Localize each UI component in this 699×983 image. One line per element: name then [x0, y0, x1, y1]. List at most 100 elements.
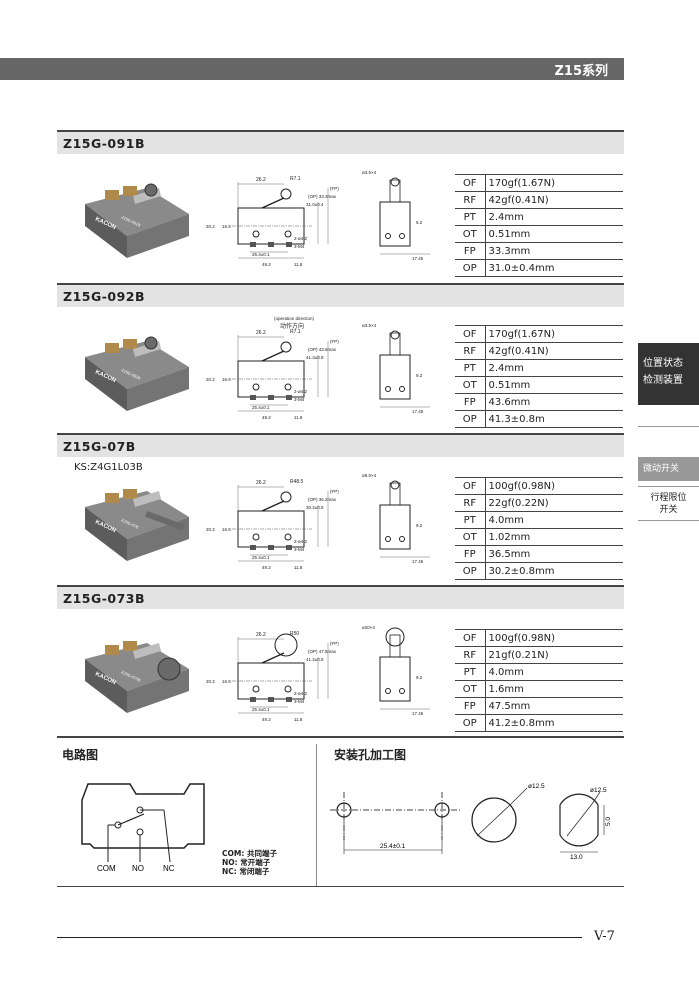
- mounting-title: 安装孔加工图: [334, 748, 407, 762]
- spec-key: RF: [455, 646, 486, 664]
- dim-r1: 9.2: [416, 675, 423, 680]
- spec-key: FP: [455, 545, 486, 563]
- spec-value: 2.4mm: [485, 208, 623, 226]
- dim-pitch: 25.4±0.1: [252, 252, 270, 257]
- spec-value: 42gf(0.41N): [485, 342, 623, 360]
- spec-key: RF: [455, 494, 486, 512]
- side-tab-micro-switch[interactable]: 微动开关: [638, 457, 699, 481]
- column-divider: [316, 744, 317, 886]
- spec-key: PT: [455, 511, 486, 529]
- dim-hole-side: ø9.5×4: [362, 473, 377, 478]
- dim-side-b: 16.9: [222, 224, 231, 229]
- dim-fp: (FP): [330, 339, 339, 344]
- spec-value: 1.6mm: [485, 680, 623, 698]
- section-divider: [57, 736, 624, 738]
- spec-key: PT: [455, 359, 486, 377]
- dim-hole-side: ø20×4: [362, 625, 375, 630]
- dim-width: 49.2: [262, 717, 271, 722]
- dim-op: (OP) 43.6max: [308, 347, 337, 352]
- dim-op-value: 31.0±0.4: [306, 202, 324, 207]
- side-tab-position-detection[interactable]: 位置状态 检测装置: [638, 343, 699, 405]
- dim-top: 26.2: [256, 177, 266, 183]
- page-number: V-7: [594, 929, 615, 944]
- legend-nc: NC: 常闭端子: [222, 867, 270, 876]
- spec-key: OT: [455, 225, 486, 243]
- dim-side-b: 16.9: [222, 679, 231, 684]
- spec-key: RF: [455, 342, 486, 360]
- spec-key: OP: [455, 714, 486, 732]
- spec-key: FP: [455, 697, 486, 715]
- spec-value: 33.3mm: [485, 242, 623, 260]
- spec-key: PT: [455, 663, 486, 681]
- circuit-title: 电路图: [62, 748, 99, 762]
- product-model: Z15G-092B: [63, 289, 146, 304]
- circuit-nc-label: NC: [163, 864, 175, 873]
- spec-key: OP: [455, 562, 486, 580]
- spec-value: 4.0mm: [485, 663, 623, 681]
- dim-hole-1: 2-ø4.2: [294, 236, 308, 241]
- dim-width: 49.2: [262, 565, 271, 570]
- product-header: Z15G-073B: [57, 585, 624, 609]
- dim-hole-1: 2-ø4.2: [294, 389, 308, 394]
- spec-value: 43.6mm: [485, 393, 623, 411]
- spec-key: OF: [455, 174, 486, 192]
- spec-value: 36.5mm: [485, 545, 623, 563]
- dim-b: 11.8: [294, 415, 303, 420]
- dim-hole-1: 2-ø4.2: [294, 539, 308, 544]
- spec-value: 47.5mm: [485, 697, 623, 715]
- mounting-hole-diagram: 25.4±0.1 ø12.5 ø12.5 13.0 5.0: [330, 783, 612, 861]
- side-divider: [638, 426, 699, 427]
- dim-r2: 17.45: [412, 256, 424, 261]
- dim-op: (OP) 47.5max: [308, 649, 337, 654]
- side-tab-label-line1: 位置状态: [643, 358, 683, 369]
- spec-key: FP: [455, 393, 486, 411]
- dim-hole-side: ø3.5×4: [362, 170, 377, 175]
- dim-hole-2: 3-M4: [294, 547, 305, 552]
- dim-r1: 9.2: [416, 523, 423, 528]
- dim-op: (OP) 36.2max: [308, 497, 337, 502]
- dim-fp: (FP): [330, 489, 339, 494]
- footer-rule: [57, 937, 582, 938]
- spec-value: 0.51mm: [485, 376, 623, 394]
- dim-pitch: 25.4±0.1: [252, 707, 270, 712]
- spec-key: PT: [455, 208, 486, 226]
- operation-direction-en: (operation direction): [274, 316, 315, 321]
- product-header: Z15G-091B: [57, 130, 624, 154]
- dim-top: 26.2: [256, 632, 266, 638]
- dim-fp: (FP): [330, 186, 339, 191]
- side-tab-limit-switch[interactable]: 行程限位 开关: [638, 492, 699, 516]
- spec-value: 21gf(0.21N): [485, 646, 623, 664]
- side-tab-label-line2: 检测装置: [643, 375, 683, 386]
- spec-key: OP: [455, 410, 486, 428]
- dim-radius: R7.1: [290, 329, 301, 335]
- side-tab-limit-line2: 开关: [659, 505, 678, 515]
- dim-r2: 17.45: [412, 409, 424, 414]
- dim-side-b: 16.9: [222, 377, 231, 382]
- spec-value: 1.02mm: [485, 528, 623, 546]
- product-model: Z15G-091B: [63, 136, 146, 151]
- spec-value: 100gf(0.98N): [485, 477, 623, 495]
- dim-pitch: 25.4±0.1: [252, 555, 270, 560]
